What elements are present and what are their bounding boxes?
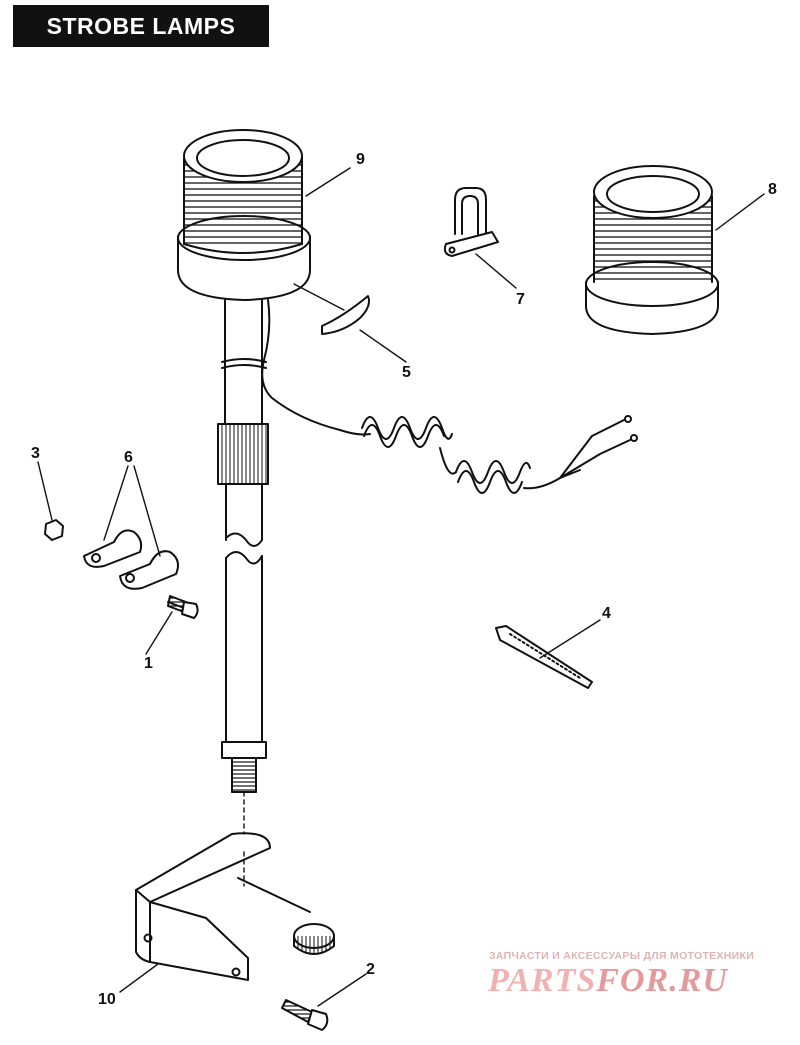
gasket [321, 295, 370, 335]
watermark-logo: PARTSFOR.RU [488, 962, 728, 1000]
page-title: STROBE LAMPS [13, 5, 269, 47]
callout-10: 10 [98, 991, 116, 1008]
callout-8: 8 [768, 181, 777, 198]
strobe-bulb [443, 187, 499, 257]
callout-7: 7 [516, 291, 525, 308]
callout-6: 6 [124, 449, 133, 466]
cable-tie [495, 625, 593, 689]
callout-9: 9 [356, 151, 365, 168]
callout-1: 1 [144, 655, 153, 672]
watermark-caption: ЗАПЧАСТИ И АКСЕССУАРЫ ДЛЯ МОТОТЕХНИКИ [489, 950, 755, 962]
mounting-bracket [135, 832, 335, 981]
coiled-cord [361, 415, 638, 494]
watermark-logo-part2: FOR.RU [596, 962, 728, 999]
bolt-short [167, 595, 199, 619]
pole-clamps [83, 529, 179, 590]
strobe-lamp-assembly [177, 129, 311, 301]
watermark-logo-part1: PARTS [488, 962, 597, 999]
callout-5: 5 [402, 364, 411, 381]
lamp-pole [217, 299, 371, 793]
callout-2: 2 [366, 961, 375, 978]
leader-lines [37, 167, 765, 1007]
bolt-long [281, 999, 329, 1031]
nut-small [44, 519, 64, 541]
replacement-lens [585, 165, 719, 335]
callout-4: 4 [602, 605, 611, 622]
callout-3: 3 [31, 445, 40, 462]
